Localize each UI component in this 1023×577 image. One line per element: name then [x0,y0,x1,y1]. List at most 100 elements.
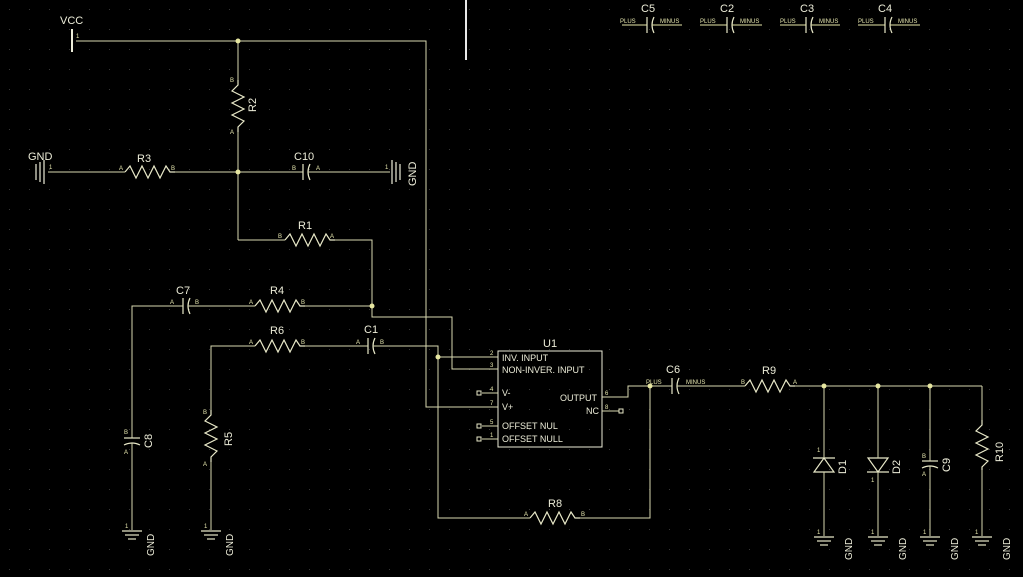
svg-text:1: 1 [204,524,208,530]
capacitor-c6[interactable]: C6 PLUS MINUS [646,364,705,395]
svg-text:R1: R1 [298,220,312,232]
svg-text:B: B [278,234,282,240]
svg-text:A: A [203,462,207,468]
svg-text:1: 1 [385,165,389,171]
svg-text:PLUS: PLUS [620,19,636,25]
svg-text:1: 1 [871,530,875,536]
capacitor-c4[interactable]: C4 PLUS MINUS [858,3,920,34]
svg-text:GND: GND [844,538,855,560]
svg-text:PLUS: PLUS [780,19,796,25]
gnd-bottom-c8[interactable]: GND 1 [122,524,157,556]
resistor-r9[interactable]: R9 B A [740,365,800,394]
gnd-bottom-c9[interactable]: GND 1 [920,530,961,560]
svg-text:A: A [170,300,174,306]
svg-text:R6: R6 [270,325,284,337]
svg-text:B: B [195,300,199,306]
svg-text:D2: D2 [891,460,903,474]
svg-text:A: A [119,166,123,172]
vcc-label: VCC [60,15,83,27]
svg-text:R4: R4 [270,285,284,297]
svg-text:B: B [292,166,296,172]
u1-refdes: U1 [543,338,557,350]
diode-d1[interactable]: D1 1 [812,448,849,480]
gnd-port-r3[interactable]: GND 1 [28,151,53,184]
svg-text:PLUS: PLUS [700,19,716,25]
svg-text:B: B [922,454,926,460]
gnd-port-c10[interactable]: 1 GND [385,160,419,186]
svg-text:A: A [524,512,528,518]
capacitor-c7[interactable]: C7 A B [170,285,200,315]
capacitor-c2[interactable]: C2 PLUS MINUS [700,3,762,34]
svg-text:C2: C2 [720,3,734,15]
svg-text:C10: C10 [294,151,314,163]
resistor-r3[interactable]: R3 A B [119,153,175,180]
gnd-label: GND [28,151,53,163]
capacitor-c10[interactable]: C10 B A [290,151,320,181]
pin-marker-1 [476,436,482,442]
svg-text:1: 1 [49,165,53,171]
svg-text:1: 1 [125,524,129,530]
capacitor-c5[interactable]: C5 PLUS MINUS [620,3,682,34]
resistor-r10[interactable]: R10 [974,420,1006,470]
svg-text:A: A [230,130,234,136]
gnd-bottom-r10[interactable]: GND 1 [972,530,1013,560]
svg-text:GND: GND [898,538,909,560]
svg-text:C4: C4 [878,3,892,15]
capacitor-c8[interactable]: C8 B A [123,430,155,456]
svg-text:1: 1 [817,530,821,536]
svg-text:C6: C6 [666,364,680,376]
svg-text:GND: GND [146,534,157,556]
u1-pin-inv-input: INV. INPUT [502,353,549,363]
svg-text:C9: C9 [941,458,953,472]
gnd-bottom-d2[interactable]: GND 1 [868,530,909,560]
capacitor-c9[interactable]: C9 B A [921,452,953,478]
capacitor-c1[interactable]: C1 A B [355,324,385,355]
gnd-bottom-d1[interactable]: GND 1 [814,530,855,560]
svg-text:A: A [922,472,926,478]
diode-d2[interactable]: D2 1 [866,448,903,484]
resistor-r1[interactable]: R1 B A [278,220,335,248]
svg-text:1: 1 [923,530,927,536]
resistor-r4[interactable]: R4 A B [249,285,305,314]
svg-text:2: 2 [490,351,494,357]
svg-text:R8: R8 [548,498,562,510]
resistor-r8[interactable]: R8 A B [520,498,585,526]
u1-pin-offset-nul: OFFSET NUL [502,421,558,431]
resistor-r2[interactable]: R2 B A [230,78,259,136]
svg-text:3: 3 [490,363,494,369]
svg-text:6: 6 [605,391,609,397]
u1-pin-nc: NC [586,406,599,416]
svg-text:1: 1 [76,34,80,40]
pin-marker-5 [476,423,482,429]
svg-text:GND: GND [950,538,961,560]
svg-text:MINUS: MINUS [898,19,917,25]
svg-text:A: A [316,166,320,172]
svg-text:R10: R10 [994,442,1006,462]
svg-text:7: 7 [490,401,494,407]
opamp-u1[interactable]: U1 2 3 4 7 5 1 6 8 INV. INPUT NON-INVER.… [476,338,624,448]
gnd-label: GND [407,162,419,187]
resistor-r5[interactable]: R5 B A [203,410,235,468]
gnd-bottom-r5[interactable]: GND 1 [201,524,236,556]
svg-text:C3: C3 [800,3,814,15]
svg-text:C5: C5 [641,3,655,15]
svg-text:1: 1 [871,478,875,484]
svg-text:C7: C7 [176,285,190,297]
svg-text:B: B [203,410,207,416]
vcc-port[interactable]: VCC 1 [60,15,83,52]
svg-text:B: B [301,300,305,306]
svg-text:1: 1 [490,433,494,439]
capacitor-c3[interactable]: C3 PLUS MINUS [780,3,840,34]
pin-marker-8 [618,408,624,414]
svg-text:A: A [249,300,253,306]
svg-text:B: B [171,166,175,172]
svg-text:B: B [301,340,305,346]
u1-pin-offset-null: OFFSET NULL [502,434,563,444]
u1-pin-v-plus: V+ [502,402,513,412]
resistor-r6[interactable]: R6 A B [249,325,305,354]
u1-pin-non-inv-input: NON-INVER. INPUT [502,365,585,375]
svg-text:B: B [380,340,384,346]
svg-text:B: B [124,430,128,436]
